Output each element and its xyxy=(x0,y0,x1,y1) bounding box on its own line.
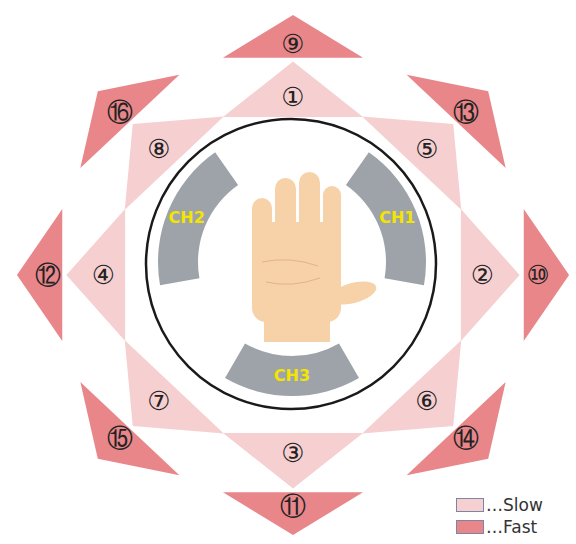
channel-electrode xyxy=(158,152,238,285)
fast-triangle xyxy=(223,15,363,58)
fast-triangle xyxy=(524,209,569,341)
callout-number: ⑩ xyxy=(526,262,549,288)
legend-row: …Fast xyxy=(456,516,543,538)
node-shape xyxy=(123,339,225,435)
fast-triangle: ⑯ xyxy=(79,73,181,170)
channel-electrode: CH1 xyxy=(344,151,427,287)
fast-triangle xyxy=(80,75,179,168)
callout-number: ⑥ xyxy=(415,388,438,414)
channel-electrode xyxy=(346,152,426,285)
fast-triangle: ⑪ xyxy=(221,491,365,536)
legend-text: …Fast xyxy=(486,517,537,537)
slow-triangle xyxy=(223,433,363,488)
slow-triangle xyxy=(66,209,125,341)
channel-electrode: CH2 xyxy=(157,151,240,287)
callout-number: ⑦ xyxy=(147,388,170,414)
hand-figure xyxy=(252,172,379,342)
callout-number: ⑮ xyxy=(107,425,133,451)
slow-triangle xyxy=(223,62,363,117)
fast-triangle: ⑬ xyxy=(405,73,507,170)
node-shape xyxy=(361,339,463,435)
slow-triangle: ⑦ xyxy=(123,339,225,435)
legend-text: …Slow xyxy=(486,495,543,515)
slow-triangle xyxy=(461,209,520,341)
callout-number: ⑫ xyxy=(35,262,61,288)
callout-number: ③ xyxy=(281,440,304,466)
callout-number: ⑤ xyxy=(415,136,438,162)
slow-triangle: ① xyxy=(221,60,365,118)
legend: …Slow…Fast xyxy=(456,494,543,538)
callout-number: ① xyxy=(281,84,304,110)
slow-triangle: ⑥ xyxy=(361,339,463,435)
sensor-ring xyxy=(146,119,436,409)
channel-electrode xyxy=(225,343,359,396)
fast-triangle: ⑭ xyxy=(405,380,507,477)
fast-triangle xyxy=(17,209,62,341)
fast-triangle xyxy=(223,492,363,535)
callout-number: ⑯ xyxy=(107,99,133,125)
fast-triangle xyxy=(80,382,179,475)
callout-number: ⑭ xyxy=(453,425,479,451)
slow-triangle: ② xyxy=(459,208,521,342)
callout-number: ⑨ xyxy=(281,31,304,57)
callout-number: ⑬ xyxy=(453,99,479,125)
fast-triangle: ⑮ xyxy=(79,380,181,477)
fast-triangle: ⑨ xyxy=(221,14,365,59)
fast-triangle: ⑫ xyxy=(15,208,64,342)
channel-label: CH3 xyxy=(274,368,310,384)
callout-number: ⑧ xyxy=(147,136,170,162)
fast-triangle: ⑩ xyxy=(522,208,571,342)
channel-electrode: CH3 xyxy=(224,342,360,397)
legend-row: …Slow xyxy=(456,494,543,516)
slow-triangle xyxy=(125,340,224,433)
callout-number: ⑪ xyxy=(280,493,306,519)
callout-number: ④ xyxy=(92,262,115,288)
legend-swatch xyxy=(456,520,484,534)
slow-triangle: ④ xyxy=(65,208,127,342)
legend-swatch xyxy=(456,498,484,512)
channel-label: CH1 xyxy=(379,210,415,226)
slow-triangle xyxy=(362,340,461,433)
fast-triangle xyxy=(407,75,506,168)
callout-number: ② xyxy=(471,262,494,288)
channel-label: CH2 xyxy=(169,210,205,226)
slow-triangle: ③ xyxy=(221,432,365,490)
fast-triangle xyxy=(407,382,506,475)
palm-lines xyxy=(262,260,320,285)
